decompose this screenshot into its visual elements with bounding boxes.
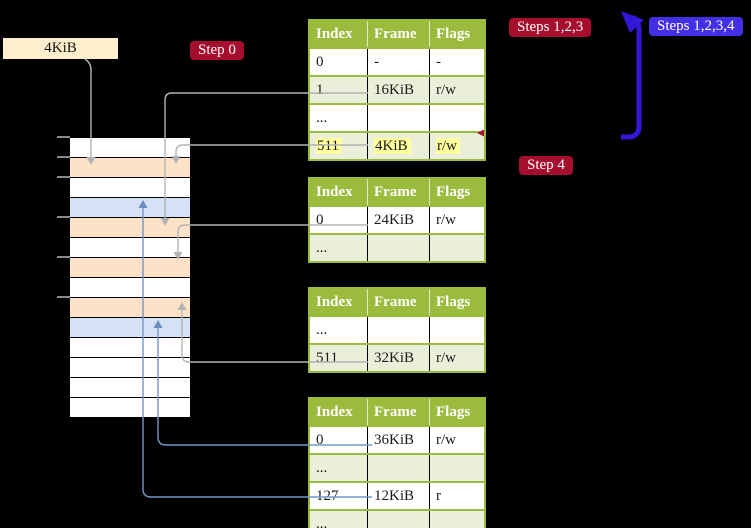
memory-frame-row-empty xyxy=(70,338,190,358)
table-cell: 36KiB xyxy=(367,425,430,454)
table-cell: 4KiB xyxy=(367,131,430,160)
table-row: 511 4KiB r/w xyxy=(309,131,485,160)
steps-1-2-3-4-label: Steps 1,2,3,4 xyxy=(649,17,743,36)
steps-loop-arrowhead xyxy=(621,11,644,33)
table-cell xyxy=(429,315,485,344)
highlighted-cell-value: r/w xyxy=(436,137,460,154)
highlighted-cell-value: 511 xyxy=(316,137,342,154)
memory-frame-row-page-table xyxy=(70,158,190,178)
table-cell: ... xyxy=(309,233,368,262)
memory-address-tick xyxy=(57,216,70,218)
table-cell: - xyxy=(429,47,485,76)
table-cell: 511 xyxy=(309,131,368,160)
table-cell: 12KiB xyxy=(367,481,430,510)
table-cell: r/w xyxy=(429,131,485,160)
table-cell xyxy=(367,103,430,132)
table-row: ... xyxy=(309,315,485,344)
table-cell: 1 xyxy=(309,75,368,104)
table-row: ... xyxy=(309,103,485,132)
memory-frame-row-empty xyxy=(70,398,190,418)
column-header-index: Index xyxy=(309,288,368,316)
memory-frame-row-empty xyxy=(70,358,190,378)
table-row: ... xyxy=(309,453,485,482)
memory-frame-row-page-table xyxy=(70,258,190,278)
memory-frame-row-empty xyxy=(70,238,190,258)
memory-frame-row-page-table xyxy=(70,298,190,318)
memory-address-tick xyxy=(57,256,70,258)
table-cell xyxy=(367,315,430,344)
steps-loop-arrow xyxy=(621,14,642,140)
table-cell: r/w xyxy=(429,343,485,372)
column-header-flags: Flags xyxy=(429,20,485,48)
table-cell xyxy=(429,509,485,528)
table-cell: ... xyxy=(309,315,368,344)
table-cell: 0 xyxy=(309,47,368,76)
table-cell xyxy=(429,453,485,482)
table-cell: r/w xyxy=(429,425,485,454)
step-4-label: Step 4 xyxy=(519,156,573,175)
column-header-index: Index xyxy=(309,398,368,426)
memory-frame-row-mapped-page xyxy=(70,318,190,338)
table-cell: ... xyxy=(309,453,368,482)
memory-frame-row-empty xyxy=(70,178,190,198)
table-row: 0-- xyxy=(309,47,485,76)
column-header-frame: Frame xyxy=(367,20,430,48)
table-cell: 24KiB xyxy=(367,205,430,234)
highlighted-cell-value: 4KiB xyxy=(374,137,411,154)
table-cell: r/w xyxy=(429,75,485,104)
steps-1-2-3-label: Steps 1,2,3 xyxy=(509,18,592,37)
column-header-flags: Flags xyxy=(429,398,485,426)
table-row: ... xyxy=(309,509,485,528)
column-header-frame: Frame xyxy=(367,178,430,206)
memory-address-tick xyxy=(57,296,70,298)
memory-address-tick xyxy=(57,136,70,138)
physical-memory-column xyxy=(70,137,190,418)
column-header-index: Index xyxy=(309,20,368,48)
memory-frame-row-page-table xyxy=(70,218,190,238)
table-cell: ... xyxy=(309,509,368,528)
table-cell xyxy=(429,233,485,262)
memory-address-tick xyxy=(57,156,70,158)
memory-frame-row-mapped-page xyxy=(70,198,190,218)
table-cell xyxy=(367,233,430,262)
memory-frame-row-empty xyxy=(70,378,190,398)
column-header-frame: Frame xyxy=(367,398,430,426)
table-cell: 0 xyxy=(309,205,368,234)
root-table-frame-box: 4KiB xyxy=(3,38,118,59)
memory-frame-row-empty xyxy=(70,278,190,298)
table-cell: 16KiB xyxy=(367,75,430,104)
table-cell xyxy=(367,509,430,528)
column-header-flags: Flags xyxy=(429,178,485,206)
table-row: ... xyxy=(309,233,485,262)
table-cell xyxy=(429,103,485,132)
table-cell: 32KiB xyxy=(367,343,430,372)
memory-address-tick xyxy=(57,176,70,178)
memory-frame-row-empty xyxy=(70,138,190,158)
column-header-flags: Flags xyxy=(429,288,485,316)
table-cell: r/w xyxy=(429,205,485,234)
column-header-index: Index xyxy=(309,178,368,206)
column-header-frame: Frame xyxy=(367,288,430,316)
table-cell: 511 xyxy=(309,343,368,372)
table-cell: r xyxy=(429,481,485,510)
table-cell: 127 xyxy=(309,481,368,510)
table-cell xyxy=(367,453,430,482)
step-0-label: Step 0 xyxy=(190,41,244,60)
table-cell: ... xyxy=(309,103,368,132)
table-cell: 0 xyxy=(309,425,368,454)
table-cell: - xyxy=(367,47,430,76)
